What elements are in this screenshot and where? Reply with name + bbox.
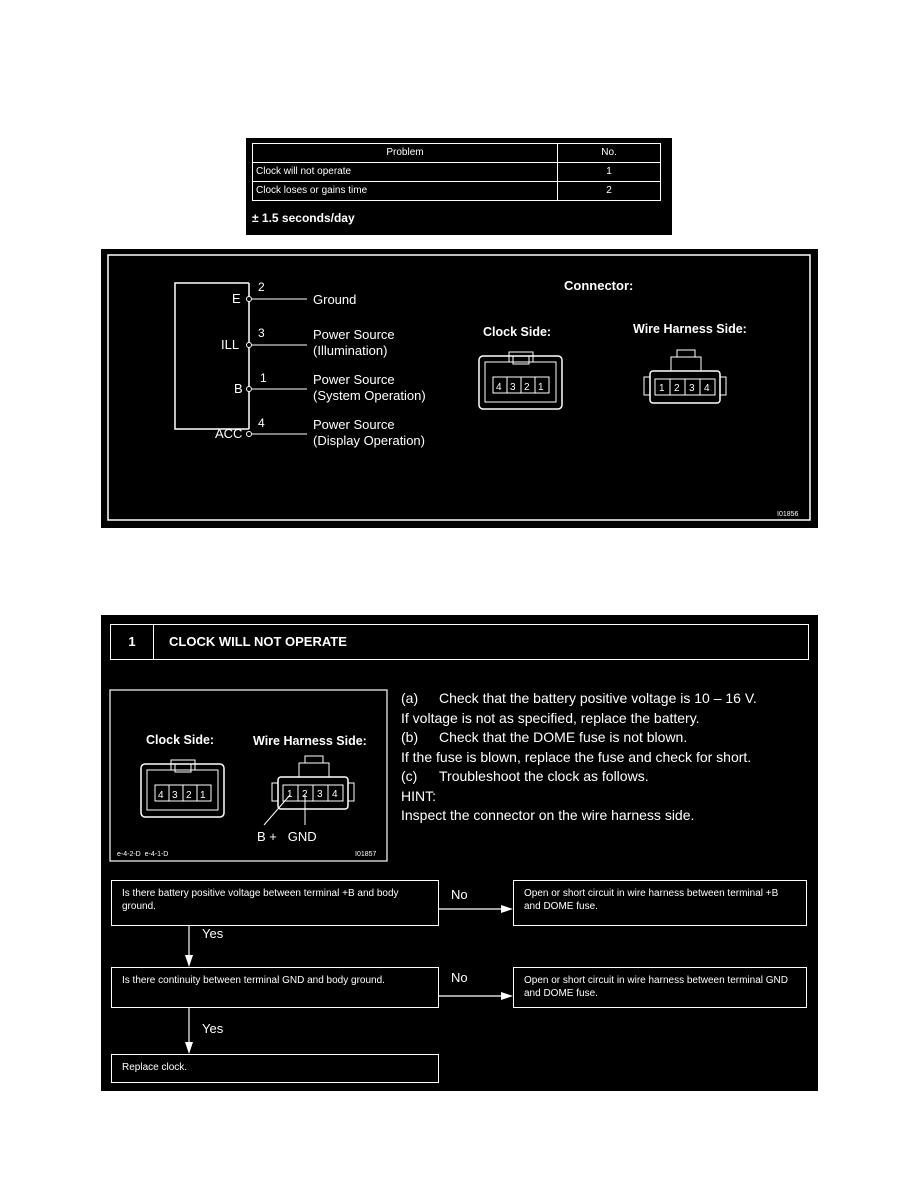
tolerance-note: ± 1.5 seconds/day [252,211,355,225]
svg-text:2: 2 [674,383,680,394]
instruction-steps: (a)Check that the battery positive volta… [401,689,811,826]
svg-text:B: B [234,381,243,396]
svg-text:1: 1 [287,789,293,800]
flow-question-1: Is there battery positive voltage betwee… [111,880,439,926]
figure-id: I01856 [777,511,799,518]
table-row: Clock will not operate 1 [252,162,661,182]
section-figure-svg: Clock Side: Wire Harness Side: 4 3 2 1 [109,689,513,1054]
figure-clock-connector-icon: 4 3 2 1 [140,759,225,818]
connector-diagram-svg: E 2 Ground ILL 3 Power Source (Illuminat… [107,254,811,521]
flow-arrows [185,905,513,1054]
svg-text:2: 2 [186,790,192,801]
svg-text:(Display Operation): (Display Operation) [313,433,425,448]
flow-question-2: Is there continuity between terminal GND… [111,967,439,1008]
problem-cell: Clock will not operate [252,162,558,182]
figure-id: I01857 [355,851,377,858]
troubleshoot-section: 1 CLOCK WILL NOT OPERATE Clock Side: Wir… [101,615,818,1091]
svg-text:3: 3 [510,382,516,393]
connector-title: Connector: [564,278,633,293]
number-cell: 2 [557,181,661,201]
svg-text:(Illumination): (Illumination) [313,343,387,358]
terminal-ill: ILL 3 Power Source (Illumination) [221,326,395,358]
column-header-problem: Problem [252,143,558,163]
clock-side-connector-icon: 4 3 2 1 [478,351,563,410]
svg-text:ACC: ACC [215,426,242,441]
flow-end: Replace clock. [111,1054,439,1083]
figure-harness-connector-icon: 1 2 3 4 [263,755,355,826]
step-line: HINT: [401,787,436,804]
problem-table: Problem No. Clock will not operate 1 Clo… [252,143,661,201]
problem-cell: Clock loses or gains time [252,181,558,201]
svg-text:3: 3 [689,383,695,394]
svg-text:(System Operation): (System Operation) [313,388,426,403]
svg-text:4: 4 [332,789,338,800]
svg-text:4: 4 [704,383,710,394]
svg-text:Power Source: Power Source [313,417,395,432]
svg-text:3: 3 [258,326,265,340]
flow-result-2: Open or short circuit in wire harness be… [513,967,807,1008]
svg-text:4: 4 [258,416,265,430]
figure-harness-side-label: Wire Harness Side: [253,734,367,748]
terminal-acc: ACC 4 Power Source (Display Operation) [215,416,425,448]
svg-text:1: 1 [538,382,544,393]
figure-codes: e-4-2-D e-4-1-D [117,851,168,858]
problem-table-panel: Problem No. Clock will not operate 1 Clo… [246,138,672,235]
svg-text:1: 1 [200,790,206,801]
svg-text:2: 2 [524,382,530,393]
svg-text:1: 1 [659,383,665,394]
number-cell: 1 [557,162,661,182]
step-line: If voltage is not as specified, replace … [401,709,700,726]
no-label: No [451,970,468,985]
yes-label: Yes [202,926,224,941]
figure-clock-side-label: Clock Side: [146,733,214,747]
svg-text:3: 3 [172,790,178,801]
svg-text:2: 2 [302,789,308,800]
clock-side-label: Clock Side: [483,325,551,339]
column-header-no: No. [557,143,661,163]
flow-result-1: Open or short circuit in wire harness be… [513,880,807,926]
no-label: No [451,887,468,902]
svg-text:4: 4 [496,382,502,393]
section-number: 1 [111,625,154,659]
terminal-e: E 2 Ground [232,280,356,307]
svg-text:Power Source: Power Source [313,372,395,387]
section-title: CLOCK WILL NOT OPERATE [169,634,347,649]
step-line: (b)Check that the DOME fuse is not blown… [401,729,688,745]
svg-text:3: 3 [317,789,323,800]
terminal-labels: B + GND [257,829,317,844]
step-line: (a)Check that the battery positive volta… [401,690,757,706]
svg-text:ILL: ILL [221,337,239,352]
svg-text:4: 4 [158,790,164,801]
step-line: If the fuse is blown, replace the fuse a… [401,748,752,765]
step-line: Inspect the connector on the wire harnes… [401,807,695,823]
table-row: Clock loses or gains time 2 [252,181,661,201]
svg-text:E: E [232,291,241,306]
svg-text:1: 1 [260,371,267,385]
terminal-b: B 1 Power Source (System Operation) [234,371,426,403]
yes-label: Yes [202,1021,224,1036]
harness-side-label: Wire Harness Side: [633,322,747,336]
section-header: 1 CLOCK WILL NOT OPERATE [110,624,809,660]
svg-text:Power Source: Power Source [313,327,395,342]
svg-text:2: 2 [258,280,265,294]
connector-diagram: E 2 Ground ILL 3 Power Source (Illuminat… [101,249,818,528]
step-line: (c)Troubleshoot the clock as follows. [401,768,649,784]
svg-text:Ground: Ground [313,292,356,307]
harness-side-connector-icon: 1 2 3 4 [643,349,727,404]
